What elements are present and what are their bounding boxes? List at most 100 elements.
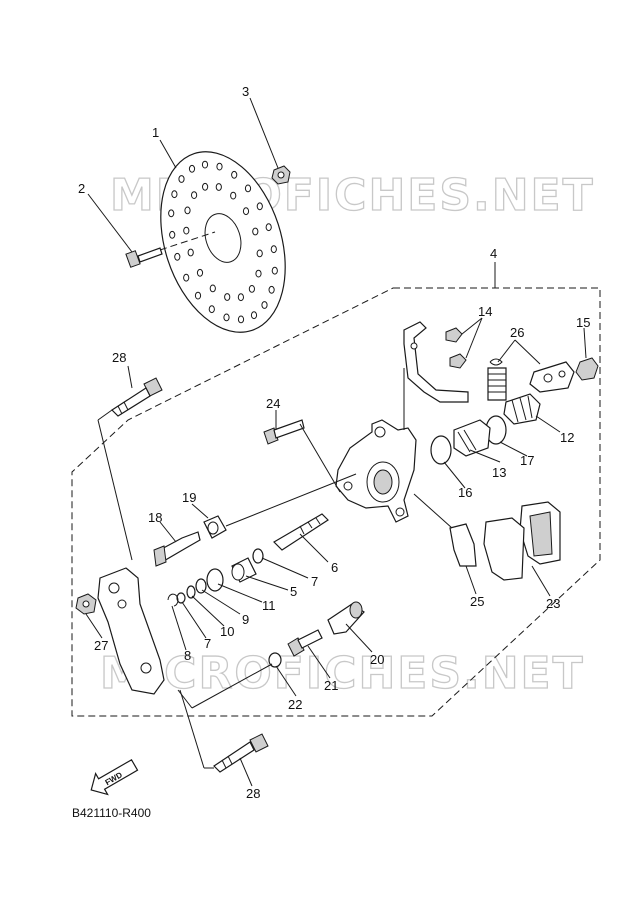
callout-19: 19	[182, 490, 196, 505]
disc-vent-hole	[209, 284, 216, 293]
callout-25: 25	[470, 594, 484, 609]
disc-vent-hole	[174, 252, 181, 261]
bracket-bolt-lower	[213, 733, 269, 773]
callout-15: 15	[576, 315, 590, 330]
brake-pads	[483, 501, 561, 581]
callout-24: 24	[266, 396, 280, 411]
callout-27: 27	[94, 638, 108, 653]
callout-21: 21	[324, 678, 338, 693]
disc-vent-hole	[187, 248, 194, 257]
callout-5: 5	[290, 584, 297, 599]
bolt-24	[263, 419, 305, 445]
disc-vent-hole	[271, 266, 278, 275]
threaded-sleeve	[453, 419, 491, 457]
callout-20: 20	[370, 652, 384, 667]
bushing-5	[231, 557, 257, 583]
callout-17: 17	[520, 453, 534, 468]
washer-7-lower	[176, 592, 186, 604]
clip-8	[167, 593, 179, 607]
callout-2: 2	[78, 181, 85, 196]
callout-7b: 7	[204, 636, 211, 651]
disc-vent-hole	[255, 269, 262, 278]
disc-bolt-axis	[159, 231, 216, 251]
callout-6: 6	[331, 560, 338, 575]
callout-14: 14	[478, 304, 492, 319]
disc-vent-hole	[270, 245, 277, 254]
ring-10	[186, 585, 196, 599]
disc-vent-hole	[169, 230, 176, 239]
callout-28b: 28	[246, 786, 260, 801]
callout-10: 10	[220, 624, 234, 639]
pin-18	[153, 531, 201, 567]
disc-vent-hole	[171, 190, 178, 199]
disc-vent-hole	[183, 273, 190, 282]
cam-arm	[529, 357, 599, 393]
fwd-arrow: FWD	[90, 758, 139, 796]
disc-vent-hole	[250, 311, 258, 320]
disc-vent-hole	[196, 268, 204, 277]
callout-13: 13	[492, 465, 506, 480]
washer-22	[268, 652, 282, 668]
parking-lever	[403, 321, 469, 403]
brake-disc	[160, 151, 286, 333]
leader-lines	[85, 97, 587, 787]
disc-vent-hole	[252, 227, 259, 236]
ring-9	[195, 578, 207, 594]
lever-bolts	[445, 327, 467, 369]
disc-nut	[271, 165, 291, 185]
nut-27	[75, 593, 97, 615]
disc-vent-hole	[223, 313, 230, 322]
callout-16: 16	[458, 485, 472, 500]
disc-vent-hole	[194, 291, 202, 300]
seal-11	[206, 568, 224, 592]
disc-vent-hole	[265, 223, 272, 232]
disc-vent-hole	[231, 170, 238, 179]
disc-vent-hole	[183, 226, 190, 235]
disc-vent-hole	[201, 160, 209, 169]
callout-22: 22	[288, 697, 302, 712]
watermark-bottom: MICROFICHES.NET	[100, 648, 585, 699]
callout-26: 26	[510, 325, 524, 340]
pad-shim	[449, 523, 477, 567]
disc-vent-hole	[178, 175, 185, 183]
callout-labels: 1 2 3 4 5 6 7 7 8 9 10 11 12 13 14 15 16…	[78, 84, 590, 801]
slide-pin	[273, 513, 329, 551]
disc-vent-hole	[202, 182, 209, 191]
callout-28a: 28	[112, 350, 126, 365]
disc-vent-hole	[168, 209, 175, 218]
bracket-bolt-upper	[111, 377, 163, 417]
disc-vent-hole	[268, 285, 275, 294]
bleeder-screw	[287, 629, 323, 657]
bushing-19	[203, 515, 227, 539]
caliper-assembly-boundary	[71, 287, 601, 717]
callout-12: 12	[560, 430, 574, 445]
washer-7-upper	[252, 548, 264, 564]
disc-vent-hole	[224, 293, 231, 301]
diagram-code: B421110-R400	[72, 806, 151, 820]
disc-vent-hole	[188, 164, 196, 173]
disc-vent-hole	[184, 206, 191, 215]
callout-4: 4	[490, 246, 497, 261]
disc-bolt	[125, 247, 163, 268]
bleeder-cap	[327, 601, 365, 635]
disc-vent-hole	[191, 191, 198, 200]
disc-vent-hole	[261, 301, 268, 309]
adjuster-nut	[503, 393, 541, 425]
disc-vent-hole	[237, 293, 244, 302]
callout-7a: 7	[311, 574, 318, 589]
callout-18: 18	[148, 510, 162, 525]
callout-3: 3	[242, 84, 249, 99]
disc-vent-hole	[244, 184, 252, 193]
callout-9: 9	[242, 612, 249, 627]
disc-vent-hole	[216, 162, 223, 171]
callout-11: 11	[262, 598, 276, 613]
caliper-body	[335, 419, 417, 523]
disc-vent-hole	[256, 249, 263, 258]
disc-vent-hole	[248, 285, 255, 293]
callout-1: 1	[152, 125, 159, 140]
return-spring	[487, 358, 507, 401]
disc-vent-hole	[215, 183, 222, 191]
disc-vent-hole	[208, 305, 215, 314]
disc-vent-hole	[237, 315, 245, 324]
